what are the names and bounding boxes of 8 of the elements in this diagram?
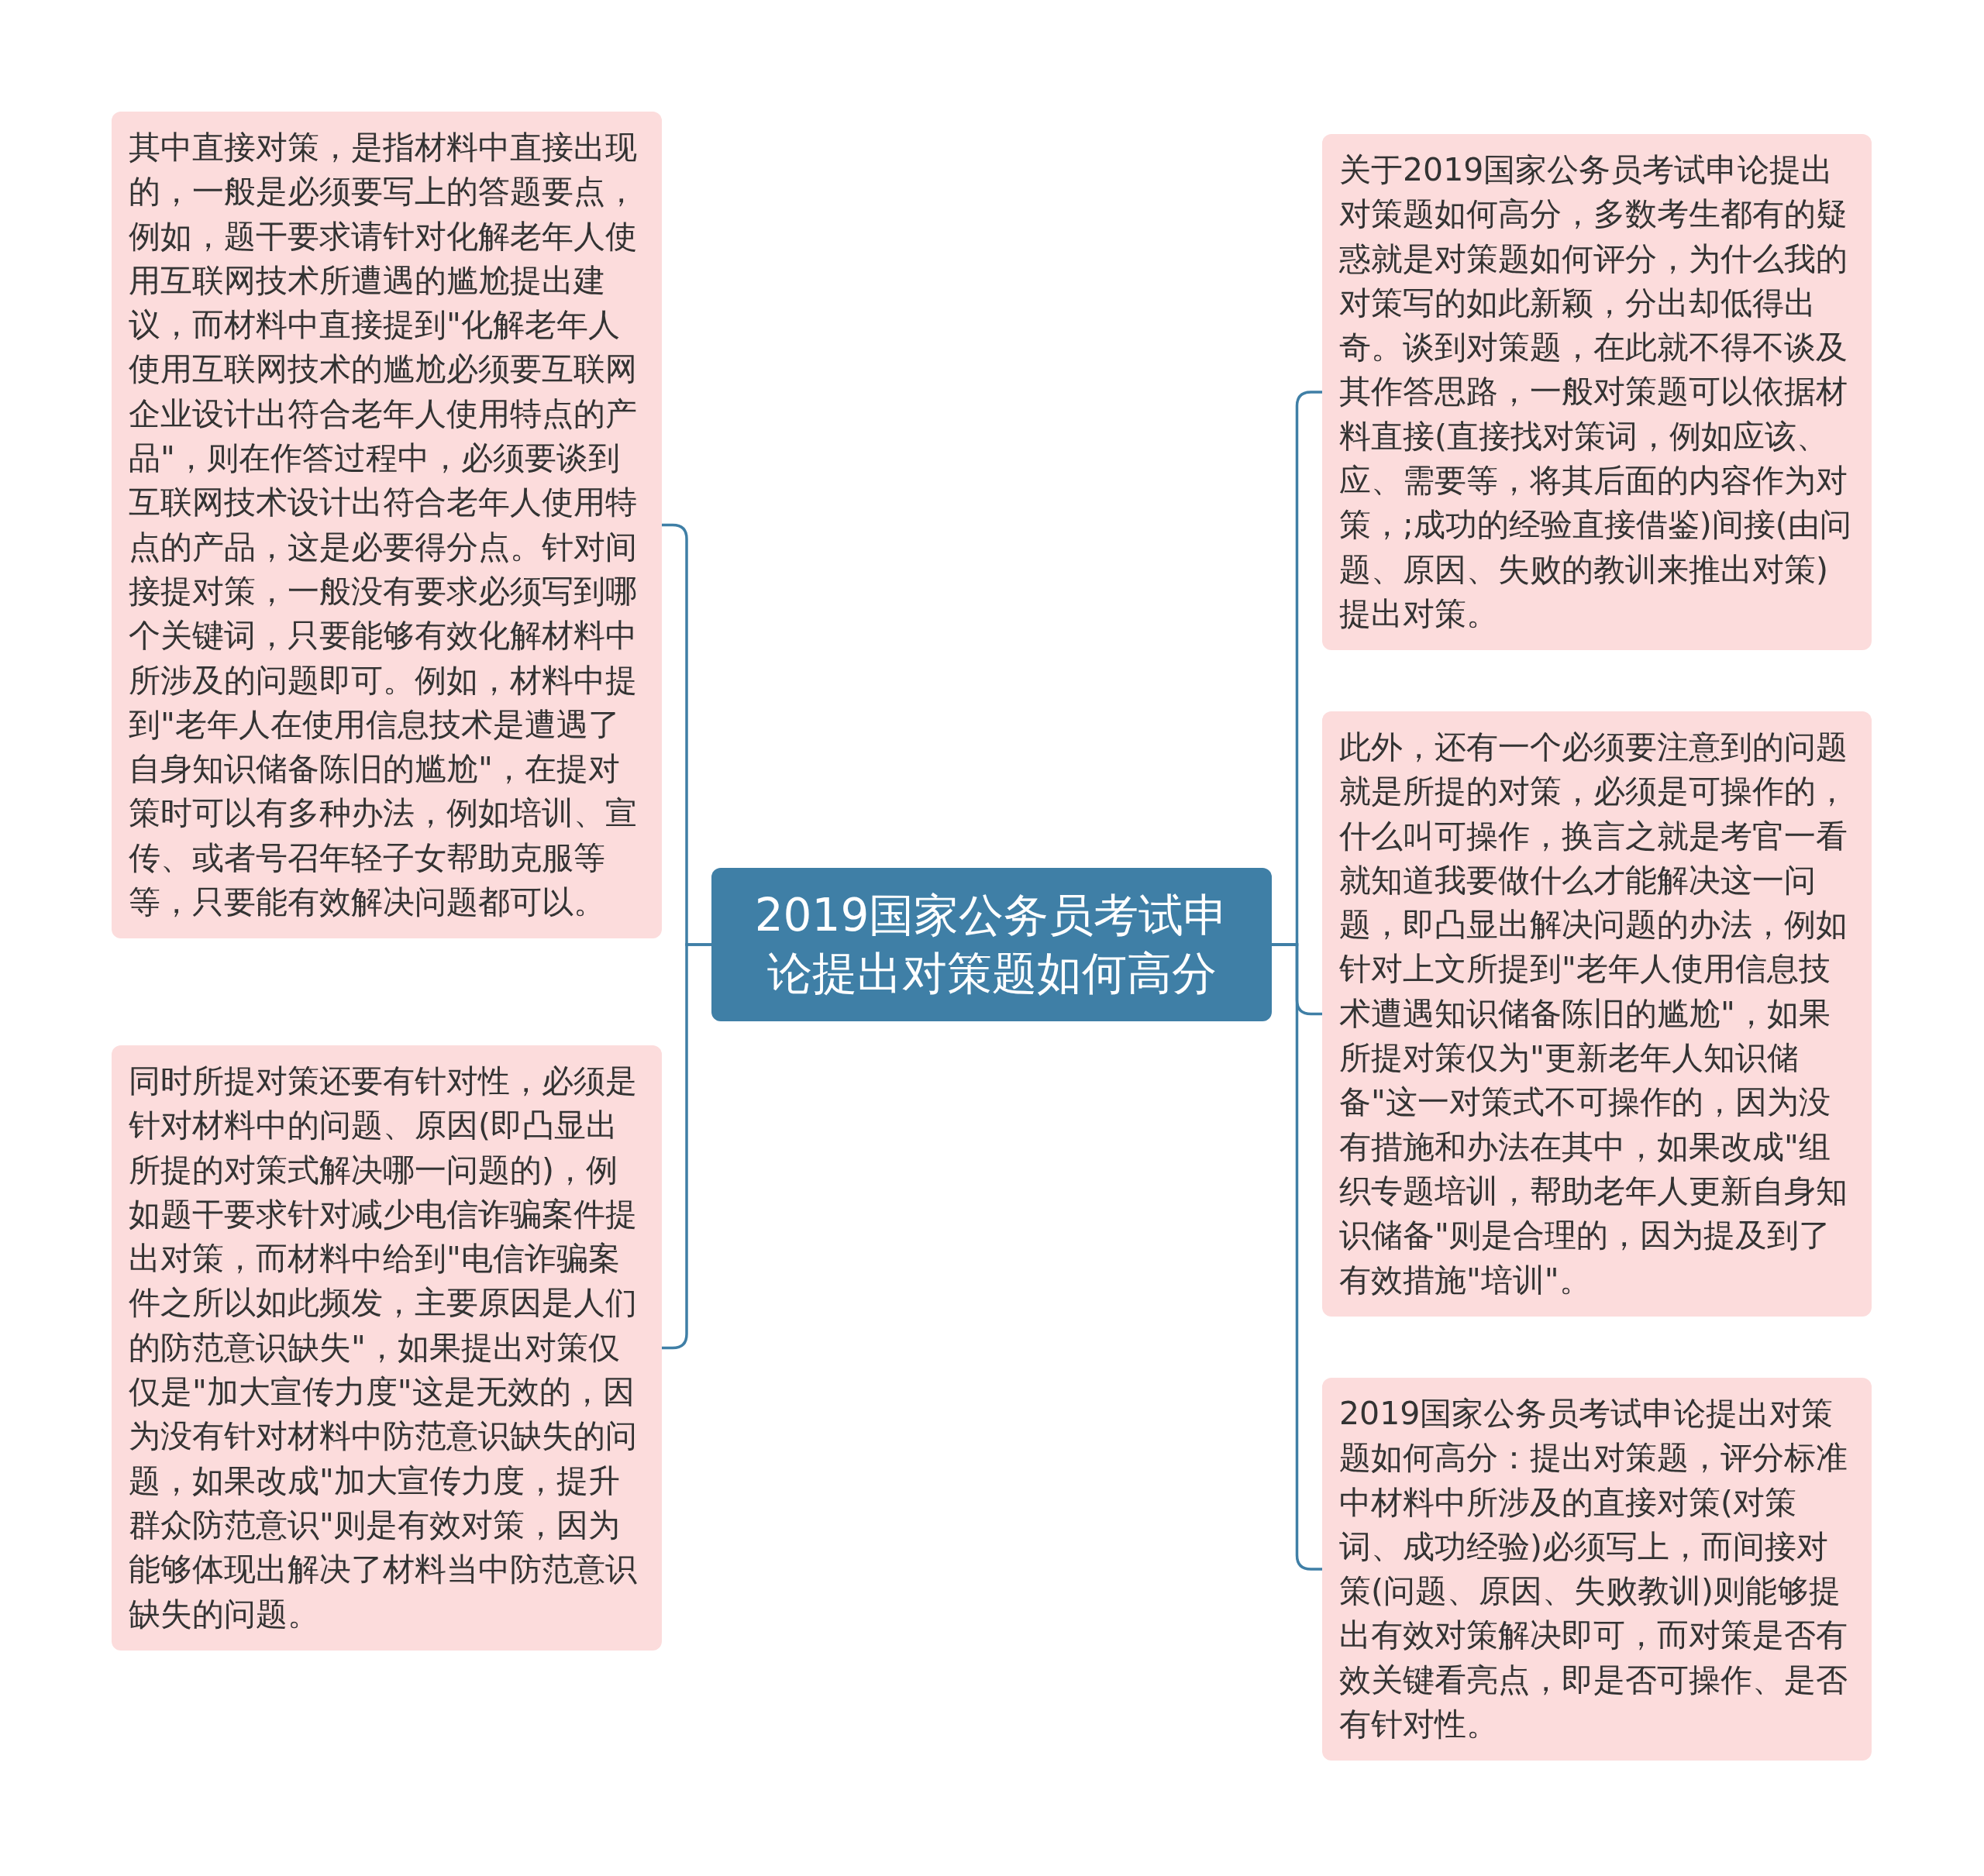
note-text: 其中直接对策，是指材料中直接出现的，一般是必须要写上的答题要点，例如，题干要求请针对化解老年人使用互联网技术所遭遇的尴尬提出建议，而材料中直接提到"化解老年人使用互联网技术的尴尬必须要互联网企业设计出符合老年人使用特点的产品"，则在作答过程中，必须要谈到互联网技术设计出符合老年人使用特点的产品，这是必要得分点。针对间接提对策，一般没有要求必须写到哪个关键词，只要能够有效化解材料中所涉及的问题即可。例如，材料中提到"老年人在使用信息技术是遭遇了自身知识储备陈旧的尴尬"，在提对策时可以有多种办法，例如培训、宣传、或者号召年轻子女帮助克服等等，只要能有效解决问题都可以。 [129,128,638,923]
note-text: 2019国家公务员考试申论提出对策题如何高分：提出对策题，评分标准中材料中所涉及的直接对策(对策词、成功经验)必须写上，而间接对策(问题、原因、失败教训)则能够提出有效对策解决即可，而对策是否有效关键看亮点，即是否可操作、是否有针对性。 [1339,1394,1848,1745]
note-text: 关于2019国家公务员考试申论提出对策题如何高分，多数考生都有的疑惑就是对策题如何评分，为什么我的对策写的如此新颖，分出却低得出奇。谈到对策题，在此就不得不谈及其作答思路，一般对策题可以依据材料直接(直接找对策词，例如应该、应、需要等，将其后面的内容作为对策，;成功的经验直接借鉴)间接(由问题、原因、失败的教训来推出对策)提出对策。 [1339,150,1852,634]
note-text: 此外，还有一个必须要注意到的问题就是所提的对策，必须是可操作的，什么叫可操作，换言之就是考官一看就知道我要做什么才能解决这一问题，即凸显出解决问题的办法，例如针对上文所提到"老年人使用信息技术遭遇知识储备陈旧的尴尬"，如果所提对策仅为"更新老年人知识储备"这一对策式不可操作的，因为没有措施和办法在其中，如果改成"组织专题培训，帮助老年人更新自身知识储备"则是合理的，因为提及到了有效措施"培训"。 [1339,728,1848,1300]
topic-title: 2019国家公务员考试申论提出对策题如何高分 [753,888,1230,1001]
note-box [1322,1378,1872,1761]
topic-box [711,868,1272,1021]
note-text: 同时所提对策还要有针对性，必须是针对材料中的问题、原因(即凸显出所提的对策式解决哪一问题的)，例如题干要求针对减少电信诈骗案件提出对策，而材料中给到"电信诈骗案件之所以如此频发，主要原因是人们的防范意识缺失"，如果提出对策仅仅是"加大宣传力度"这是无效的，因为没有针对材料中防范意识缺失的问题，如果改成"加大宣传力度，提升群众防范意识"则是有效对策，因为能够体现出解决了材料当中防范意识缺失的问题。 [129,1062,638,1634]
